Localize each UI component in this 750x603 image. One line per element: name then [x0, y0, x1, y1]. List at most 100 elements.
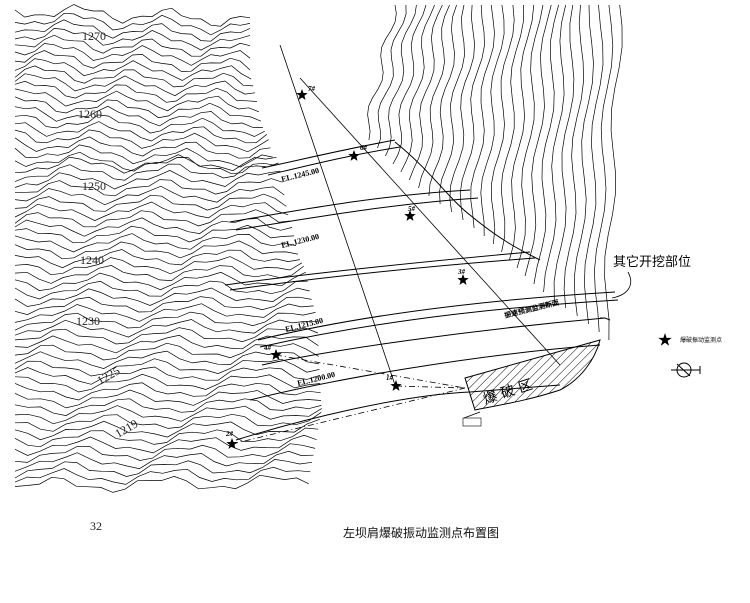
- monitoring-point-label: 6#: [360, 144, 368, 152]
- other-excavation-leader: [611, 271, 632, 299]
- contour-line: [14, 405, 322, 425]
- contour-line: [14, 73, 256, 97]
- contour-line: [418, 4, 450, 189]
- contour-line: [563, 4, 584, 309]
- monitoring-point-star-icon: [226, 438, 238, 449]
- monitoring-point-star-icon: [270, 349, 282, 360]
- contour-line: [14, 114, 265, 137]
- contour-line: [14, 334, 319, 354]
- contour-line: [14, 19, 251, 42]
- contour-line: [604, 4, 623, 341]
- legend-star-label: 爆破振动监测点: [680, 336, 722, 344]
- contour-label-1240: 1240: [80, 253, 104, 267]
- contour-label-1219: 1219: [113, 416, 141, 440]
- contour-line: [14, 459, 313, 479]
- contour-line: [14, 249, 300, 269]
- contour-line: [14, 280, 308, 300]
- right-contour-lines: [367, 4, 623, 341]
- monitoring-point-label: 4#: [263, 344, 272, 352]
- contour-line: [14, 450, 314, 472]
- contour-line: [14, 154, 277, 174]
- contour-line: [14, 151, 275, 175]
- legend-star-icon: [658, 333, 672, 346]
- contour-line: [480, 4, 505, 237]
- contour-line: [385, 4, 417, 157]
- monitoring-point-star-icon: [404, 210, 416, 221]
- contour-label-1230: 1230: [76, 314, 100, 328]
- contour-line: [533, 4, 559, 285]
- contour-line: [14, 178, 283, 197]
- contour-line: [377, 4, 407, 149]
- figure-caption: 左坝肩爆破振动监测点布置图: [343, 525, 499, 540]
- monitoring-lines: [231, 44, 561, 445]
- contour-line: [516, 4, 544, 269]
- bench-label-1230: EL.1230.00: [280, 232, 320, 250]
- contour-line: [14, 162, 279, 182]
- contour-line: [14, 185, 285, 206]
- contour-line: [14, 201, 289, 221]
- contour-line: [14, 233, 297, 253]
- contour-line: [14, 43, 251, 66]
- contour-line: [491, 4, 515, 245]
- contour-line: [14, 412, 322, 432]
- monitoring-points: 7#6#5#3#4#1#2#: [225, 85, 469, 449]
- monitoring-point-star-icon: [390, 380, 402, 391]
- contour-line: [584, 4, 604, 325]
- contour-line: [14, 366, 320, 385]
- contour-line: [428, 4, 457, 197]
- monitoring-point-label: 2#: [225, 430, 234, 438]
- contour-line: [14, 4, 251, 27]
- contour-line: [439, 4, 465, 205]
- contour-line: [392, 4, 427, 165]
- contour-line: [14, 466, 311, 485]
- contour-line: [14, 96, 262, 122]
- excavation-outline: [224, 139, 619, 441]
- monitoring-point-star-icon: [296, 89, 308, 100]
- contour-line: [449, 4, 475, 213]
- other-excavation-label: 其它开挖部位: [613, 254, 691, 270]
- contour-line: [400, 4, 435, 173]
- contour-line: [573, 4, 594, 317]
- contour-line: [14, 434, 317, 456]
- legend: 爆破振动监测点: [658, 333, 722, 378]
- monitoring-point-label: 5#: [408, 205, 416, 213]
- contour-line: [14, 209, 291, 228]
- contour-line: [14, 224, 295, 244]
- contour-line: [14, 389, 322, 409]
- contour-line: [14, 265, 305, 284]
- contour-line: [14, 193, 287, 212]
- contour-line: [14, 311, 316, 331]
- contour-line: [14, 217, 293, 237]
- contour-line: [14, 105, 263, 128]
- contour-line: [14, 398, 322, 416]
- monitoring-point-star-icon: [457, 274, 469, 285]
- contour-line: [14, 303, 314, 323]
- monitoring-point-label: 1#: [386, 374, 394, 382]
- contour-line: [14, 342, 319, 361]
- contour-line: [14, 28, 251, 51]
- contour-line: [14, 144, 273, 168]
- contour-line: [14, 58, 252, 81]
- contour-line: [14, 80, 258, 103]
- contour-line: [524, 4, 552, 277]
- contour-line: [14, 256, 303, 276]
- contour-line: [14, 287, 310, 307]
- bench-label-1245: EL.1245.00: [280, 166, 320, 184]
- left-contour-lines: [14, 4, 322, 493]
- contour-line: [14, 327, 319, 345]
- monitoring-point-label: 3#: [457, 268, 466, 276]
- contour-line: [14, 12, 251, 36]
- contour-line: [367, 4, 397, 141]
- contour-line: [14, 296, 312, 315]
- contour-line: [14, 65, 254, 88]
- north-arrow-icon: [671, 362, 701, 378]
- contour-line: [408, 4, 443, 181]
- contour-label-32: 32: [90, 519, 102, 533]
- contour-line: [14, 136, 271, 159]
- contour-line: [14, 474, 309, 493]
- contour-line: [14, 319, 318, 338]
- contour-line: [14, 418, 320, 441]
- contour-line: [509, 4, 535, 261]
- contour-line: [14, 350, 320, 369]
